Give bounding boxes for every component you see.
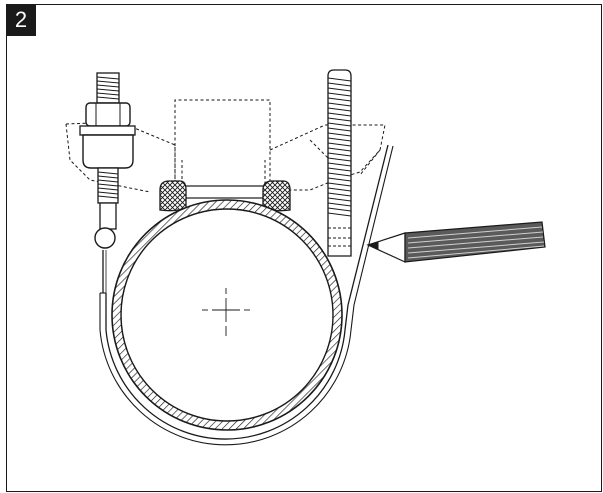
figure-frame: [6, 4, 602, 492]
wire-tape-icon: [105, 144, 389, 440]
right-gasket: [262, 180, 291, 212]
pipe-cross-section: [111, 199, 343, 431]
left-gasket: [159, 180, 187, 212]
clamp-plate: [174, 185, 271, 199]
pencil-icon: [366, 221, 546, 263]
step-number-badge: 2: [6, 4, 36, 36]
saddle-outline: [65, 99, 386, 193]
right-threaded-stud-icon: [327, 69, 352, 257]
left-threaded-stud-icon: [79, 72, 136, 249]
